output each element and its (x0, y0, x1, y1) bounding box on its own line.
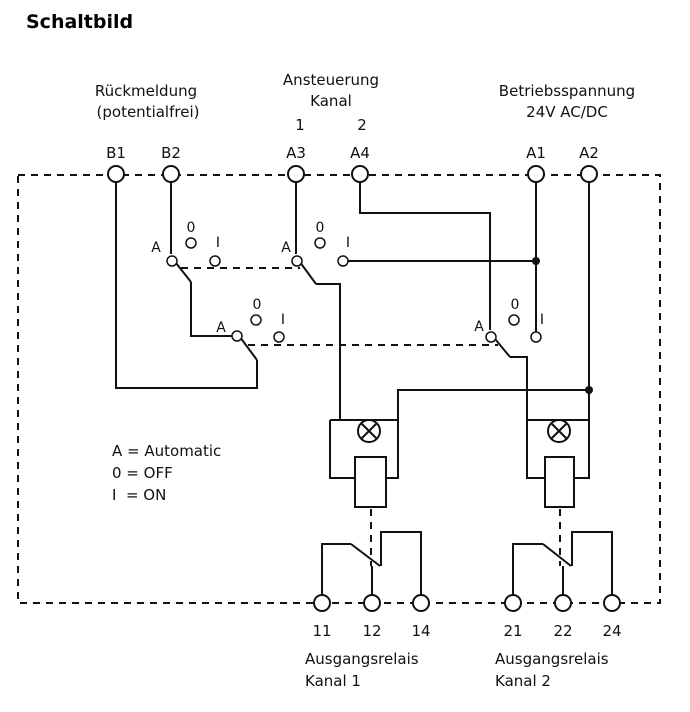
bottom-terminals (313, 594, 621, 612)
switch-3-off-label: 0 (253, 297, 262, 313)
terminal-24 (603, 594, 621, 612)
feedback-label: Rückmeldung (95, 82, 197, 100)
terminal-label-21: 21 (503, 622, 522, 640)
terminal-22 (554, 594, 572, 612)
terminal-a1 (527, 165, 545, 183)
terminal-a4 (351, 165, 369, 183)
terminal-b2 (162, 165, 180, 183)
page-title: Schaltbild (26, 11, 133, 33)
relay-coil-2-icon (544, 456, 575, 508)
junction-dot (532, 257, 540, 265)
terminal-label-22: 22 (553, 622, 572, 640)
switch-4-a-label: A (474, 319, 484, 335)
terminal-12 (363, 594, 381, 612)
mode-switch-2: A 0 I (281, 220, 350, 267)
switch-3-a-label: A (216, 320, 226, 336)
terminal-14 (412, 594, 430, 612)
supply-sublabel: 24V AC/DC (526, 103, 608, 121)
switch-2-on-label: I (346, 235, 350, 251)
lamp-1-icon (357, 419, 381, 443)
terminal-label-12: 12 (362, 622, 381, 640)
legend-off: 0 = OFF (112, 464, 173, 482)
relay-coil-1-icon (354, 456, 387, 508)
legend: A = Automatic 0 = OFF I = ON (112, 442, 221, 504)
terminal-label-a2: A2 (579, 144, 599, 162)
terminal-label-a4: A4 (350, 144, 370, 162)
mechanical-linkages (181, 267, 561, 566)
legend-automatic: A = Automatic (112, 442, 221, 460)
output-2-sublabel: Kanal 2 (495, 672, 551, 690)
legend-on: I = ON (112, 486, 166, 504)
terminal-a2 (580, 165, 598, 183)
junction-dot (585, 386, 593, 394)
switch-2-a-label: A (281, 240, 291, 256)
channel-1-label: 1 (295, 116, 305, 134)
output-1-label: Ausgangsrelais (305, 650, 419, 668)
mode-switch-1: A 0 I (151, 220, 221, 267)
switch-2-off-label: 0 (316, 220, 325, 236)
top-terminals (107, 165, 598, 183)
control-sublabel: Kanal (310, 92, 352, 110)
terminal-b1 (107, 165, 125, 183)
switch-1-on-label: I (216, 235, 220, 251)
switch-4-on-label: I (540, 312, 544, 328)
supply-label: Betriebsspannung (499, 82, 635, 100)
output-2-label: Ausgangsrelais (495, 650, 609, 668)
output-1-sublabel: Kanal 1 (305, 672, 361, 690)
terminal-label-a3: A3 (286, 144, 306, 162)
switch-3-on-label: I (281, 312, 285, 328)
feedback-sublabel: (potentialfrei) (97, 103, 200, 121)
wiring (115, 174, 613, 595)
control-label: Ansteuerung (283, 71, 379, 89)
switch-1-a-label: A (151, 240, 161, 256)
terminal-label-a1: A1 (526, 144, 546, 162)
channel-2-label: 2 (357, 116, 367, 134)
mode-switch-3: A 0 I (216, 297, 285, 343)
terminal-label-11: 11 (312, 622, 331, 640)
switch-1-off-label: 0 (187, 220, 196, 236)
terminal-a3 (287, 165, 305, 183)
lamp-2-icon (547, 419, 571, 443)
switch-4-off-label: 0 (511, 297, 520, 313)
device-enclosure (17, 174, 661, 604)
terminal-label-14: 14 (411, 622, 430, 640)
terminal-label-b1: B1 (106, 144, 126, 162)
terminal-label-24: 24 (602, 622, 621, 640)
terminal-label-b2: B2 (161, 144, 181, 162)
mode-switch-4: A 0 I (474, 297, 544, 343)
terminal-11 (313, 594, 331, 612)
terminal-21 (504, 594, 522, 612)
